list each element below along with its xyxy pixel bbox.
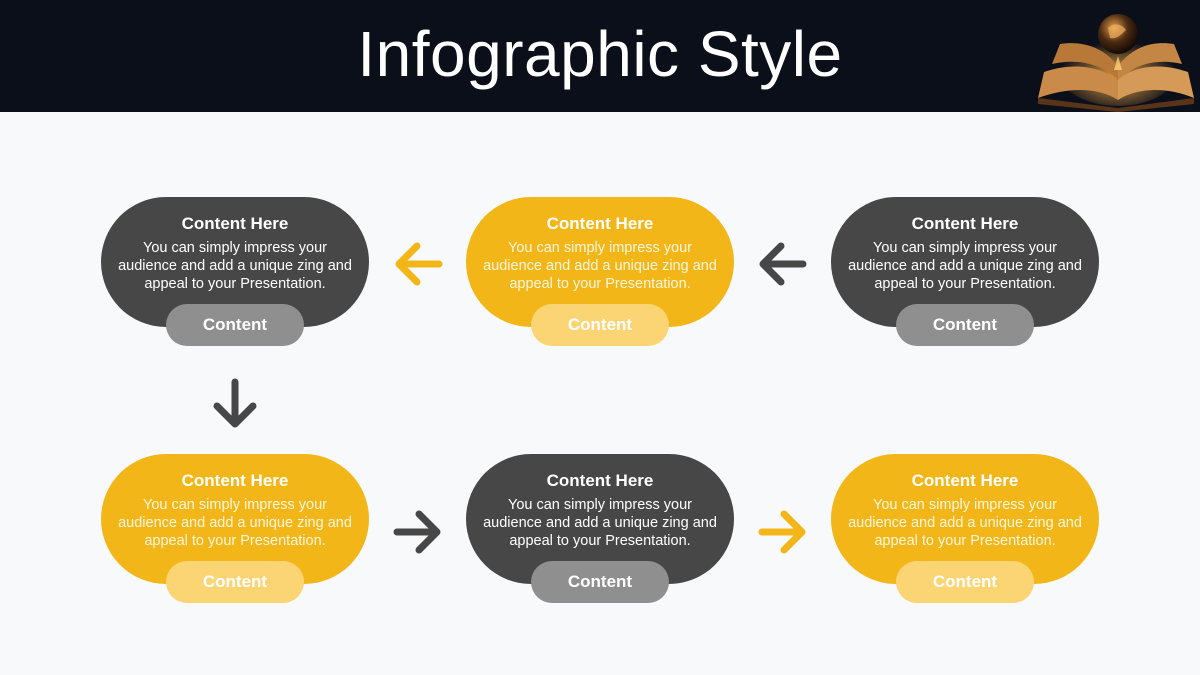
card-label-3: Content — [896, 304, 1034, 346]
card-title: Content Here — [181, 471, 289, 490]
card-title: Content Here — [546, 214, 654, 233]
arrow-right-icon — [758, 510, 806, 554]
card-body: You can simply impress your audience and… — [118, 240, 352, 292]
card-label-5: Content — [531, 561, 669, 603]
card-body: You can simply impress your audience and… — [848, 240, 1082, 292]
step-card-4: Content Here You can simply impress your… — [101, 454, 369, 584]
card-title: Content Here — [181, 214, 289, 233]
card-label-6: Content — [896, 561, 1034, 603]
card-title: Content Here — [911, 214, 1019, 233]
card-title: Content Here — [546, 471, 654, 490]
arrow-left-icon — [759, 242, 807, 286]
card-body: You can simply impress your audience and… — [483, 240, 717, 292]
card-body: You can simply impress your audience and… — [483, 497, 717, 549]
card-title: Content Here — [911, 471, 1019, 490]
header-bar: Infographic Style — [0, 0, 1200, 112]
arrow-right-icon — [393, 510, 441, 554]
card-label-4: Content — [166, 561, 304, 603]
card-body: You can simply impress your audience and… — [848, 497, 1082, 549]
arrow-down-icon — [213, 378, 257, 428]
card-body: You can simply impress your audience and… — [118, 497, 352, 549]
card-label-1: Content — [166, 304, 304, 346]
card-label-2: Content — [531, 304, 669, 346]
arrow-left-icon — [395, 242, 443, 286]
page-title: Infographic Style — [357, 18, 843, 90]
open-book-globe-icon — [1038, 14, 1194, 112]
